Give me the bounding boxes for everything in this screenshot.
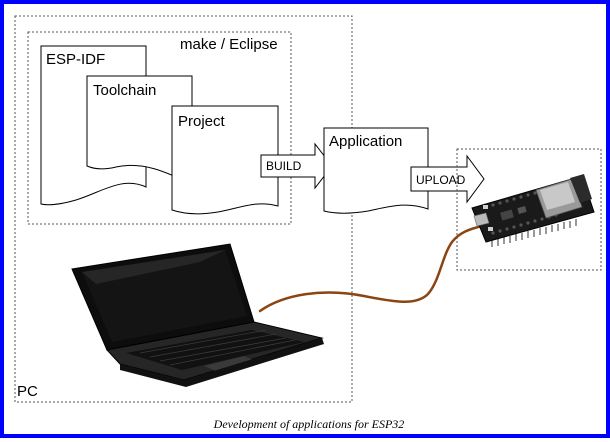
application-label: Application — [329, 133, 402, 150]
esp-idf-label: ESP-IDF — [46, 51, 105, 68]
figure-caption: Development of applications for ESP32 — [213, 417, 405, 431]
project-label: Project — [178, 113, 226, 130]
application-document — [323, 127, 429, 214]
usb-cable — [258, 224, 484, 313]
project-document — [171, 105, 279, 215]
build-label: BUILD — [266, 159, 302, 173]
esp32-devkit-board-icon — [471, 174, 595, 247]
board-region — [456, 148, 602, 271]
upload-arrow — [410, 154, 485, 204]
build-env-label: make / Eclipse — [180, 36, 278, 53]
laptop-icon — [71, 243, 324, 387]
pc-label: PC — [17, 383, 38, 400]
upload-label: UPLOAD — [416, 173, 466, 187]
toolchain-label: Toolchain — [93, 82, 156, 99]
esp32-dev-diagram: PC make / Eclipse ESP-IDF Toolchain Proj… — [14, 15, 602, 431]
build-env-region — [27, 31, 292, 225]
